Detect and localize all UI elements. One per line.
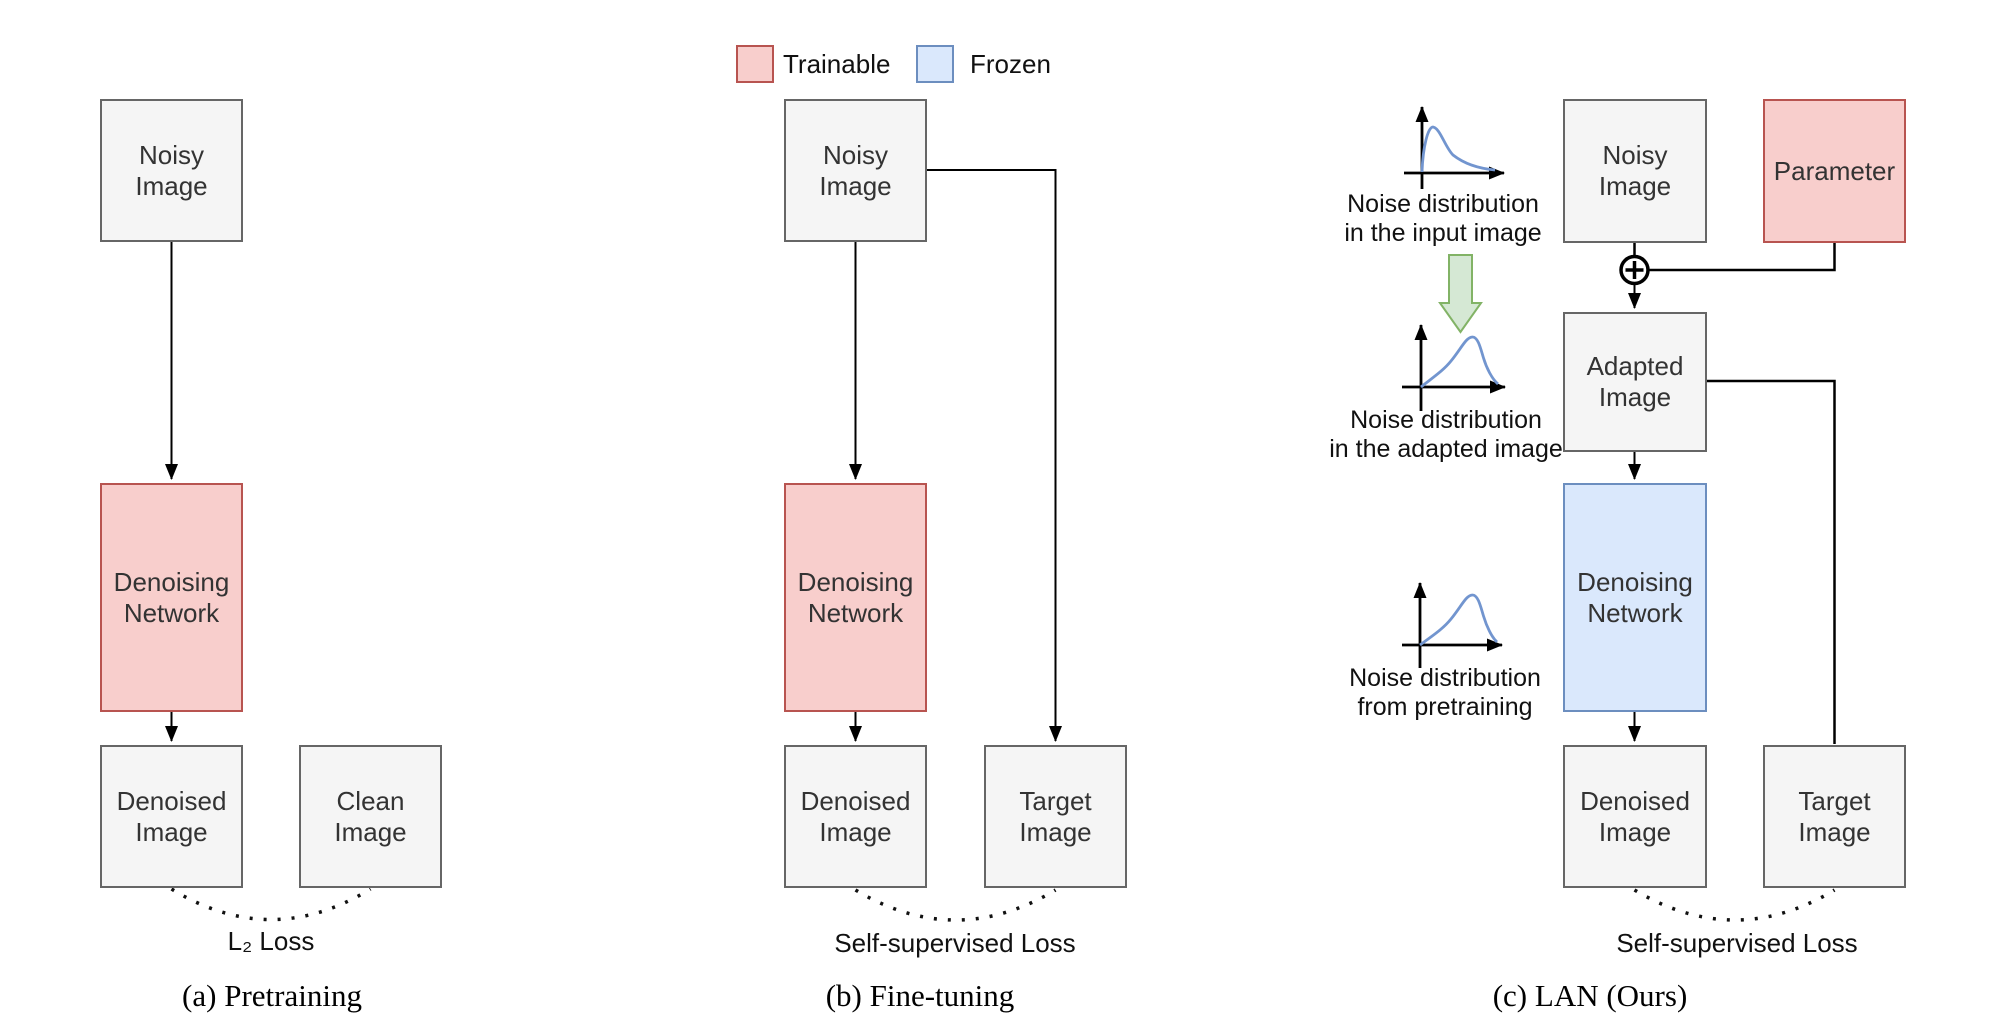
box-denoised-image-a: Denoised Image bbox=[100, 745, 243, 888]
distribution-curve bbox=[1420, 125, 1496, 173]
box-target-image-c: Target Image bbox=[1763, 745, 1906, 888]
panel-a-connectors bbox=[165, 242, 372, 922]
legend-trainable-label: Trainable bbox=[783, 49, 891, 79]
panel-b-connectors bbox=[849, 169, 1062, 922]
line-adapted-to-target-c bbox=[1707, 379, 1836, 744]
caption-c: (c) LAN (Ours) bbox=[1492, 978, 1688, 1013]
noise-distribution-plot-adapted bbox=[1402, 324, 1506, 411]
plot-label-input-distribution: Noise distribution in the input image bbox=[1344, 190, 1542, 247]
box-denoised-image-c: Denoised Image bbox=[1563, 745, 1707, 888]
plot-label-adapted-distribution: Noise distribution in the adapted image bbox=[1329, 406, 1563, 463]
loss-label-b: Self-supervised Loss bbox=[834, 928, 1076, 958]
box-noisy-image-b: Noisy Image bbox=[784, 99, 927, 242]
panel-c-connectors bbox=[1619, 243, 1836, 922]
line-parameter-to-plus-c bbox=[1649, 243, 1836, 272]
box-adapted-image-c: Adapted Image bbox=[1563, 312, 1707, 452]
arrow-noisy-to-target-b bbox=[927, 169, 1062, 742]
box-noisy-image-a: Noisy Image bbox=[100, 99, 243, 242]
box-denoising-network-b: Denoising Network bbox=[784, 483, 927, 712]
box-noisy-image-c: Noisy Image bbox=[1563, 99, 1707, 243]
dotted-loss-link-a bbox=[170, 887, 372, 922]
noise-distribution-plot-input bbox=[1404, 106, 1505, 189]
distribution-curve bbox=[1419, 593, 1498, 647]
box-clean-image-a: Clean Image bbox=[299, 745, 442, 888]
dotted-loss-link-b bbox=[854, 888, 1057, 922]
box-parameter-c: Parameter bbox=[1763, 99, 1906, 243]
plot-label-pretraining-distribution: Noise distribution from pretraining bbox=[1349, 664, 1541, 721]
box-target-image-b: Target Image bbox=[984, 745, 1127, 888]
loss-label-c: Self-supervised Loss bbox=[1616, 928, 1858, 958]
box-denoising-network-c: Denoising Network bbox=[1563, 483, 1707, 712]
legend-trainable-swatch bbox=[736, 45, 774, 83]
loss-label-a: L₂ Loss bbox=[227, 926, 315, 956]
caption-b: (b) Fine-tuning bbox=[825, 978, 1015, 1013]
legend-frozen-label: Frozen bbox=[970, 49, 1051, 79]
box-denoising-network-a: Denoising Network bbox=[100, 483, 243, 712]
green-down-arrow-icon bbox=[1438, 254, 1483, 334]
dotted-loss-link-c bbox=[1633, 888, 1836, 922]
box-denoised-image-b: Denoised Image bbox=[784, 745, 927, 888]
caption-a: (a) Pretraining bbox=[182, 978, 362, 1013]
plus-operator-icon bbox=[1619, 254, 1650, 286]
legend-frozen-swatch bbox=[916, 45, 954, 83]
distribution-curve bbox=[1420, 335, 1499, 389]
noise-distribution-plot-pretraining bbox=[1402, 582, 1503, 668]
